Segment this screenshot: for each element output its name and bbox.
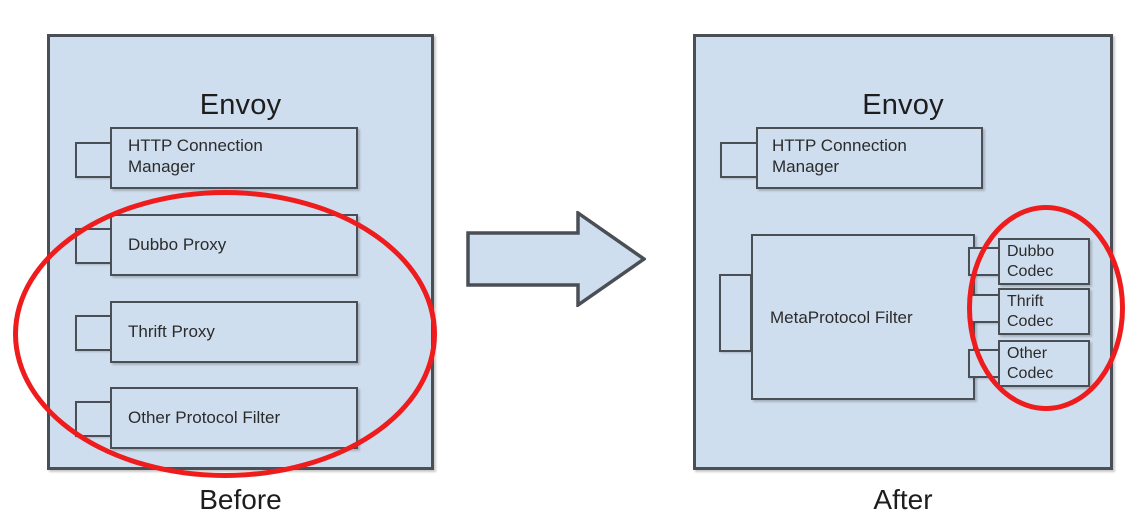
component-metaprotocol-filter-after[interactable]: MetaProtocol Filter — [751, 234, 975, 400]
socket-dubbo-proxy-before — [75, 228, 113, 264]
caption-after: After — [873, 484, 933, 515]
envoy-title-before: Envoy — [199, 89, 282, 121]
transition-arrow — [466, 209, 648, 309]
component-dubbo-codec[interactable]: Dubbo Codec — [998, 238, 1090, 285]
component-label: MetaProtocol Filter — [770, 308, 913, 327]
component-other-codec[interactable]: Other Codec — [998, 340, 1090, 387]
component-label: HTTP Connection Manager — [772, 136, 907, 177]
component-thrift-codec[interactable]: Thrift Codec — [998, 288, 1090, 335]
component-label: Dubbo Codec — [1007, 243, 1055, 280]
envoy-title-after: Envoy — [862, 89, 944, 121]
component-dubbo-proxy-before[interactable]: Dubbo Proxy — [110, 214, 358, 276]
socket-other-codec — [968, 349, 1000, 378]
component-label: Dubbo Proxy — [128, 235, 227, 254]
socket-metaprotocol-filter-after — [719, 274, 752, 352]
socket-other-protocol-filter-before — [75, 401, 113, 437]
component-label: HTTP Connection Manager — [128, 136, 263, 177]
component-label: Thrift Proxy — [128, 322, 215, 341]
socket-http-connection-manager-before — [75, 142, 113, 178]
socket-http-connection-manager-after — [720, 142, 758, 178]
component-label: Other Codec — [1007, 345, 1054, 382]
socket-thrift-proxy-before — [75, 315, 113, 351]
component-other-protocol-filter-before[interactable]: Other Protocol Filter — [110, 387, 358, 449]
component-http-connection-manager-before[interactable]: HTTP Connection Manager — [110, 127, 358, 189]
socket-dubbo-codec — [968, 247, 1000, 276]
component-http-connection-manager-after[interactable]: HTTP Connection Manager — [756, 127, 983, 189]
component-label: Other Protocol Filter — [128, 408, 281, 427]
right-arrow-icon — [466, 209, 648, 309]
socket-thrift-codec — [968, 294, 1000, 323]
caption-before: Before — [199, 484, 282, 515]
component-thrift-proxy-before[interactable]: Thrift Proxy — [110, 301, 358, 363]
component-label: Thrift Codec — [1007, 293, 1054, 330]
